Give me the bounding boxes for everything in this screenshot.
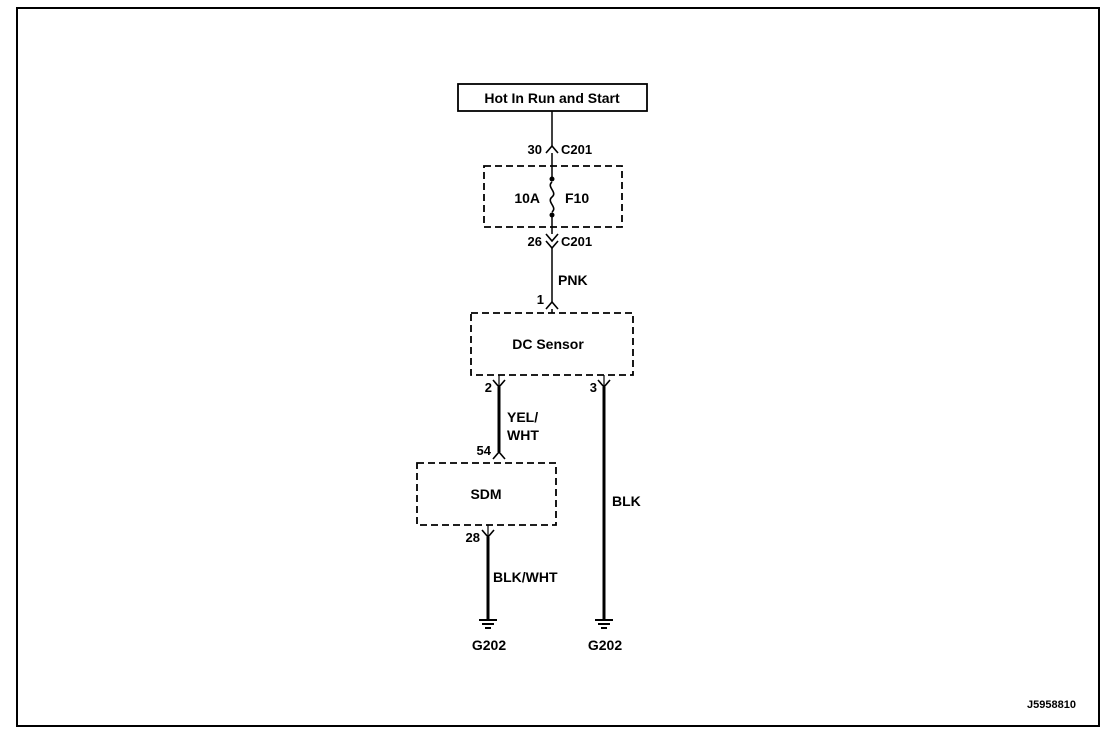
wire-yel-wht-label-line2: WHT [507,427,539,443]
wire-pnk-label: PNK [558,272,588,288]
power-source-box [457,83,648,112]
ground-right-label: G202 [588,637,622,653]
sdm-label: SDM [470,486,501,502]
dc-sensor-pin-yel: 2 [485,380,492,395]
dc-sensor-pin-blk: 3 [590,380,597,395]
fuse-name: F10 [565,190,589,206]
connector-bottom-pin: 26 [528,234,542,249]
power-source: Hot In Run and Start [457,83,648,112]
power-source-label: Hot In Run and Start [484,90,620,106]
dc-sensor-pin-in: 1 [537,292,544,307]
fuse-box-outline [483,165,623,228]
connector-top-pin: 30 [528,142,542,157]
dc-sensor-label: DC Sensor [512,336,584,352]
wire-yel-wht-label-line1: YEL/ [507,409,538,425]
connector-c201-bottom: 26 C201 [528,233,592,250]
connector-symbol-icon [545,233,559,243]
connector-symbol-icon [545,144,559,154]
fuse-icon [549,181,555,213]
wire-blk-label: BLK [612,493,641,509]
sdm-pin-in: 54 [477,443,492,458]
sdm-module: SDM [416,462,557,526]
connector-symbol-icon [545,300,559,310]
figure-id: J5958810 [1027,699,1076,711]
ground-right: G202 [588,619,622,653]
diagram-frame [16,7,1100,727]
sdm-pin-out: 28 [466,530,480,545]
connector-top-name: C201 [561,142,592,157]
sdm-box [416,462,557,526]
connector-c201-top: 30 C201 [528,142,593,157]
ground-left-label: G202 [472,637,506,653]
ground-icon [479,619,497,629]
connector-bottom-name: C201 [561,234,592,249]
fuse-terminal-top [549,176,555,182]
ground-icon [595,619,613,629]
fuse-rating: 10A [514,190,540,206]
connector-symbol-icon [492,450,506,460]
ground-left: G202 [472,619,506,653]
fuse-box: 10A F10 [483,153,623,234]
wire-blk-wht-label: BLK/WHT [493,569,558,585]
dc-sensor: DC Sensor [470,309,634,376]
